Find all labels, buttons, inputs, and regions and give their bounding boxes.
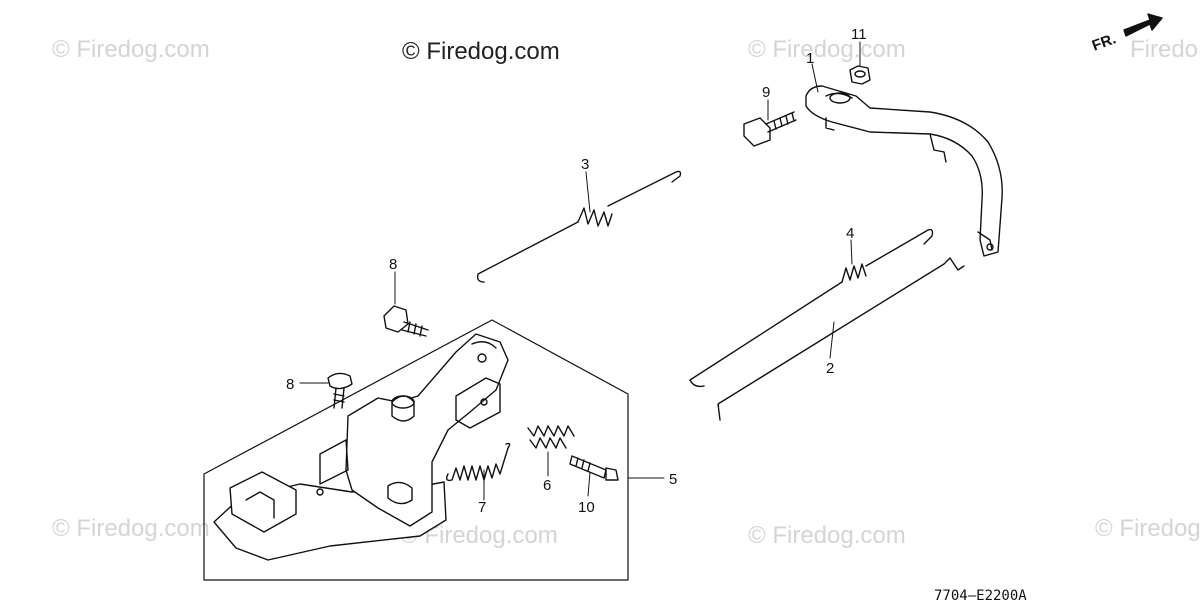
part-11-nut [849, 65, 871, 85]
callout-6: 6 [543, 477, 551, 494]
callout-9: 9 [762, 84, 770, 101]
part-2-rod [717, 257, 965, 421]
callout-8-upper: 8 [389, 256, 397, 273]
watermark-top-left: © Firedog.com [52, 36, 210, 63]
part-6-spring [527, 425, 575, 449]
callout-7: 7 [478, 499, 486, 516]
callout-8-left: 8 [286, 376, 294, 393]
callout-1: 1 [806, 50, 814, 67]
watermark-corner: Firedo [1130, 36, 1199, 63]
callout-4: 4 [846, 225, 854, 242]
callout-2: 2 [826, 360, 834, 377]
watermark-bottom-right: © Firedog.com [748, 522, 906, 549]
watermark-bottom-left: © Firedog.com [52, 515, 210, 542]
diagram-code: 7704—E2200A [934, 588, 1027, 604]
part-5-bracket-assembly [203, 319, 629, 581]
watermark-main: © Firedog.com [402, 38, 560, 65]
watermark-top-right: © Firedog.com [748, 36, 906, 63]
part-7-spring [445, 442, 511, 482]
leader-lines [299, 41, 861, 501]
part-1-lever-arm [805, 85, 1003, 257]
callout-11: 11 [851, 26, 867, 43]
part-8-bolt-left [327, 372, 353, 409]
callout-5: 5 [669, 471, 677, 488]
callout-3: 3 [581, 156, 589, 173]
part-4-spring-rod [689, 228, 934, 388]
part-9-bolt [743, 111, 797, 147]
part-10-bolt [569, 455, 619, 481]
part-8-bolt-upper [383, 305, 429, 337]
front-direction-arrow-icon [1123, 13, 1163, 37]
watermark-far-right: © Firedog.com [1095, 515, 1200, 542]
callout-10: 10 [578, 499, 595, 516]
part-3-spring-rod [476, 170, 682, 283]
